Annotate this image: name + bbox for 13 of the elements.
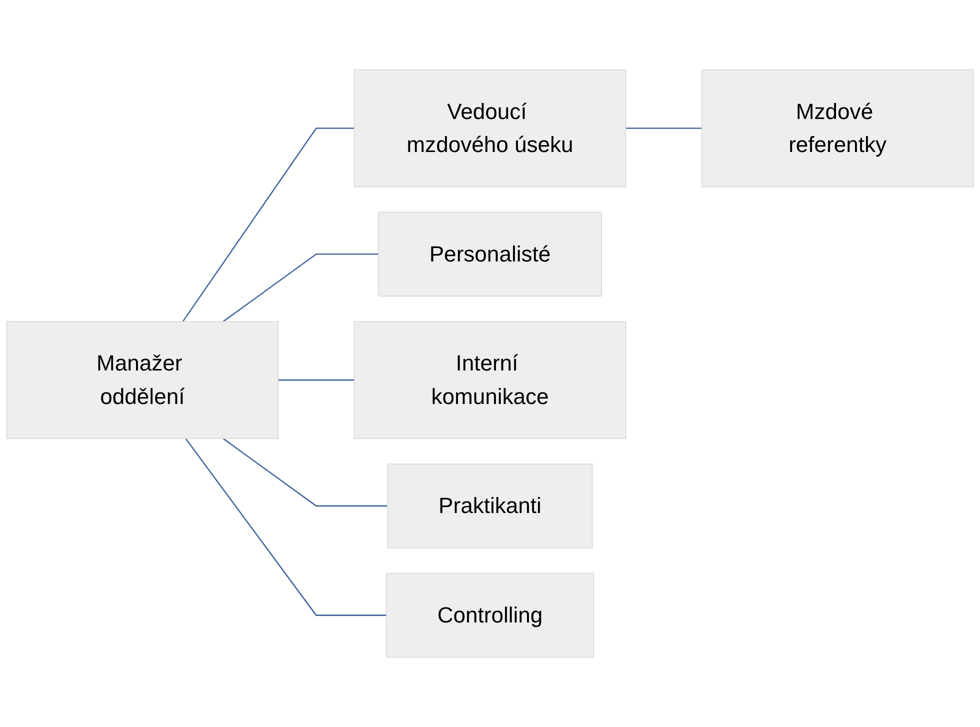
node-box: Vedoucí mzdového úseku (354, 69, 626, 188)
node-box: Manažer oddělení (6, 321, 278, 439)
node-box: Praktikanti (387, 464, 593, 548)
node-box: Controlling (386, 572, 594, 658)
connector (182, 128, 354, 322)
connector (185, 438, 386, 616)
node-box: Interní komunikace (354, 321, 626, 439)
connector (222, 438, 388, 507)
node-box: Personalisté (378, 212, 602, 297)
connector (278, 379, 354, 381)
connector (222, 254, 378, 322)
node-box: Mzdové referentky (702, 69, 974, 188)
connector (626, 128, 702, 129)
